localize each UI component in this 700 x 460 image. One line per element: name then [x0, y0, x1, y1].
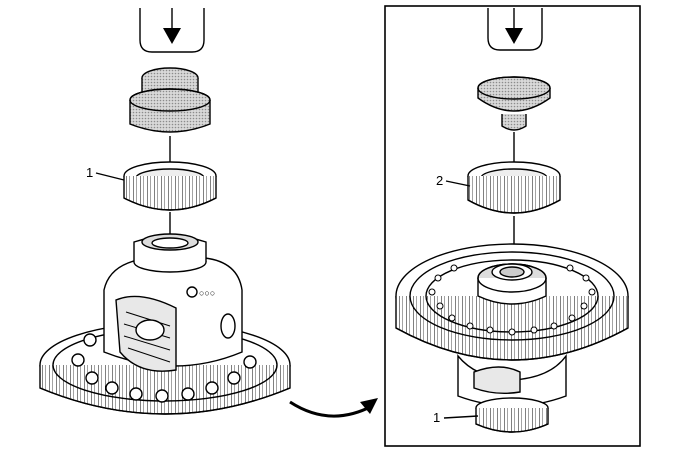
- left-assembly: 1: [39, 8, 291, 415]
- curved-arrow-icon: [360, 398, 378, 414]
- down-arrow-icon-detail: [505, 28, 523, 44]
- press-tool-right: [487, 8, 543, 51]
- ring-gear-right: [395, 243, 629, 361]
- down-arrow-icon: [163, 28, 181, 44]
- bearing-right-bottom: [475, 397, 549, 433]
- detail-view: 2: [384, 5, 641, 447]
- callout-1-left: 1: [86, 165, 93, 180]
- transition-arrow: [289, 398, 378, 418]
- differential-case-left: ○○○: [103, 233, 243, 372]
- ring-gear-bolts: [71, 333, 257, 403]
- press-tool-left: [139, 8, 205, 53]
- bearing-left: [123, 161, 217, 211]
- callout-1-right: 1: [433, 410, 440, 425]
- casting-mark: ○○○: [199, 288, 215, 298]
- bearing-right-top: [467, 161, 561, 214]
- callout-2-right: 2: [436, 173, 443, 188]
- installer-adapter-right: [477, 76, 551, 131]
- installer-adapter-left: [129, 67, 211, 133]
